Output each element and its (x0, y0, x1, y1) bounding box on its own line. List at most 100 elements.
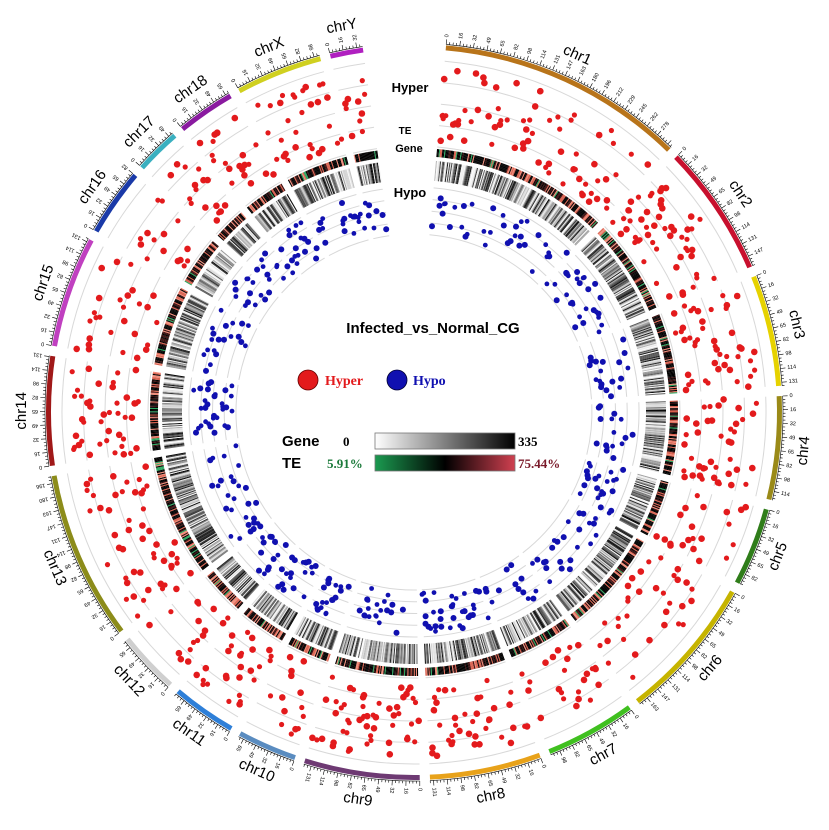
grid-arc (542, 288, 578, 342)
grid-arc (329, 569, 356, 581)
chromosome-label-chr16: chr16 (75, 167, 110, 207)
hypo-point (229, 534, 234, 539)
hypo-point (598, 295, 604, 301)
tick-mark (723, 210, 725, 211)
hyper-point (484, 678, 489, 683)
hypo-point (306, 559, 312, 565)
hyper-point (483, 726, 488, 731)
hyper-point (245, 630, 250, 635)
hyper-point (720, 293, 725, 298)
tick-mark (252, 744, 253, 746)
hyper-legend-label: Hyper (325, 374, 363, 389)
tick-mark (772, 321, 774, 322)
chromosome-label-chrY: chrY (325, 15, 358, 37)
hypo-point (294, 223, 299, 228)
hyper-point (731, 542, 736, 547)
tick-mark (44, 466, 49, 467)
hyper-point (441, 76, 448, 83)
hyper-point (734, 293, 741, 300)
tick-mark (107, 622, 111, 625)
hypo-point (222, 454, 227, 459)
tick-label: 0 (762, 269, 767, 276)
tick-mark (111, 625, 113, 627)
tick-mark (521, 765, 522, 767)
hypo-point (299, 220, 304, 225)
hypo-point (221, 337, 227, 343)
hypo-point (623, 435, 629, 441)
hyper-point (139, 536, 146, 543)
tick-mark (617, 102, 618, 104)
hyper-point (729, 330, 736, 337)
hyper-point (675, 566, 682, 573)
hypo-point (213, 392, 218, 397)
tick-mark (221, 95, 222, 97)
tick-label: 82 (783, 336, 790, 343)
hyper-point (576, 176, 583, 183)
tick-mark (694, 652, 696, 654)
tick-mark (243, 82, 244, 84)
hyper-point (654, 246, 659, 251)
tick-mark (748, 568, 750, 569)
tick-mark (660, 687, 662, 689)
tick-mark (332, 50, 333, 52)
tick-label: 65 (718, 187, 726, 195)
tick-mark (78, 568, 80, 569)
tick-mark (185, 703, 187, 705)
hypo-point (243, 485, 249, 491)
hyper-point (658, 555, 663, 560)
hypo-point (554, 539, 560, 545)
tick-mark (525, 764, 526, 766)
tick-mark (591, 736, 592, 738)
tick-mark (642, 120, 644, 122)
hypo-point (423, 598, 429, 604)
tick-mark (351, 776, 352, 781)
hyper-point (155, 198, 160, 203)
hypo-point (299, 236, 304, 241)
tick-label: 16 (771, 523, 779, 531)
hyper-point (682, 303, 687, 308)
hyper-point (688, 598, 695, 605)
hyper-point (73, 346, 80, 353)
hypo-point (265, 567, 271, 573)
tick-mark (364, 778, 365, 783)
hyper-point (126, 527, 133, 534)
tick-mark (556, 69, 557, 71)
tick-label: 0 (159, 690, 166, 696)
hypo-point (564, 250, 570, 256)
hypo-point (244, 277, 249, 282)
hypo-point (366, 606, 371, 611)
hyper-point (576, 689, 581, 694)
tick-mark (284, 64, 285, 66)
tick-label: 16 (208, 729, 216, 737)
te-cell (670, 414, 678, 415)
tick-mark (63, 533, 65, 534)
tick-mark (665, 140, 667, 142)
grid-arc (62, 358, 66, 464)
hyper-point (161, 558, 168, 565)
hyper-point (150, 292, 157, 299)
hyper-point (671, 227, 678, 234)
tick-label: 0 (172, 116, 179, 122)
tick-label: 0 (325, 42, 332, 46)
hyper-point (638, 568, 645, 575)
hyper-point (213, 203, 220, 210)
tick-mark (85, 587, 89, 589)
tick-mark (480, 47, 481, 50)
hyper-point (281, 708, 288, 715)
hyper-point (679, 329, 684, 334)
hypo-point (247, 290, 253, 296)
tick-mark (99, 611, 103, 614)
tick-mark (241, 739, 243, 743)
hypo-point (437, 203, 443, 209)
tick-label: 98 (62, 258, 70, 266)
hypo-point (284, 571, 289, 576)
tick-label: 131 (303, 772, 311, 782)
tick-mark (53, 325, 55, 326)
hyper-point (128, 262, 133, 267)
hyper-point (125, 292, 132, 299)
hyper-point (700, 477, 705, 482)
tick-mark (175, 694, 177, 696)
tick-mark (487, 45, 488, 50)
hypo-point (223, 323, 229, 329)
hypo-point (210, 331, 216, 337)
